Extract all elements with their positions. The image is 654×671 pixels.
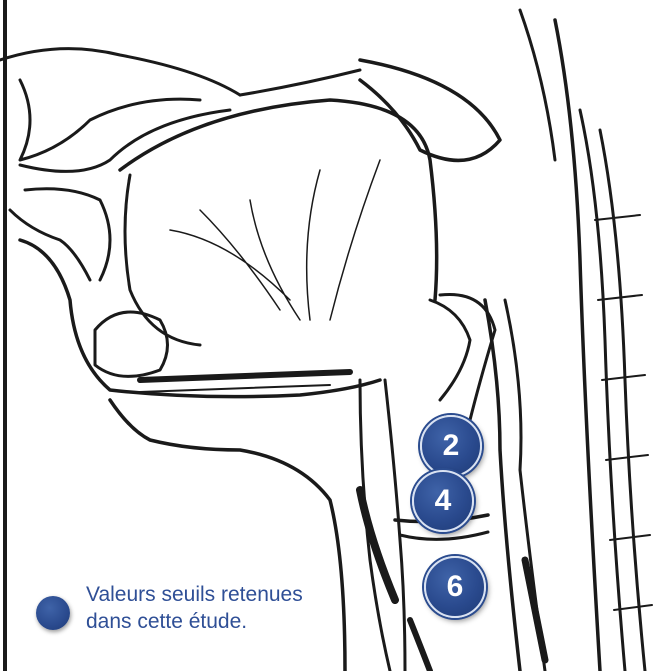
threshold-marker-label: 4 [435,484,452,518]
legend-text: Valeurs seuils retenues dans cette étude… [86,581,303,635]
legend-line-2: dans cette étude. [86,610,247,633]
threshold-marker-2: 2 [420,415,482,477]
legend-line-1: Valeurs seuils retenues [86,583,303,606]
threshold-marker-label: 2 [443,429,460,463]
legend-dot-icon [36,596,70,630]
threshold-marker-6: 6 [424,556,486,618]
threshold-marker-4: 4 [412,470,474,532]
threshold-marker-label: 6 [447,570,464,604]
